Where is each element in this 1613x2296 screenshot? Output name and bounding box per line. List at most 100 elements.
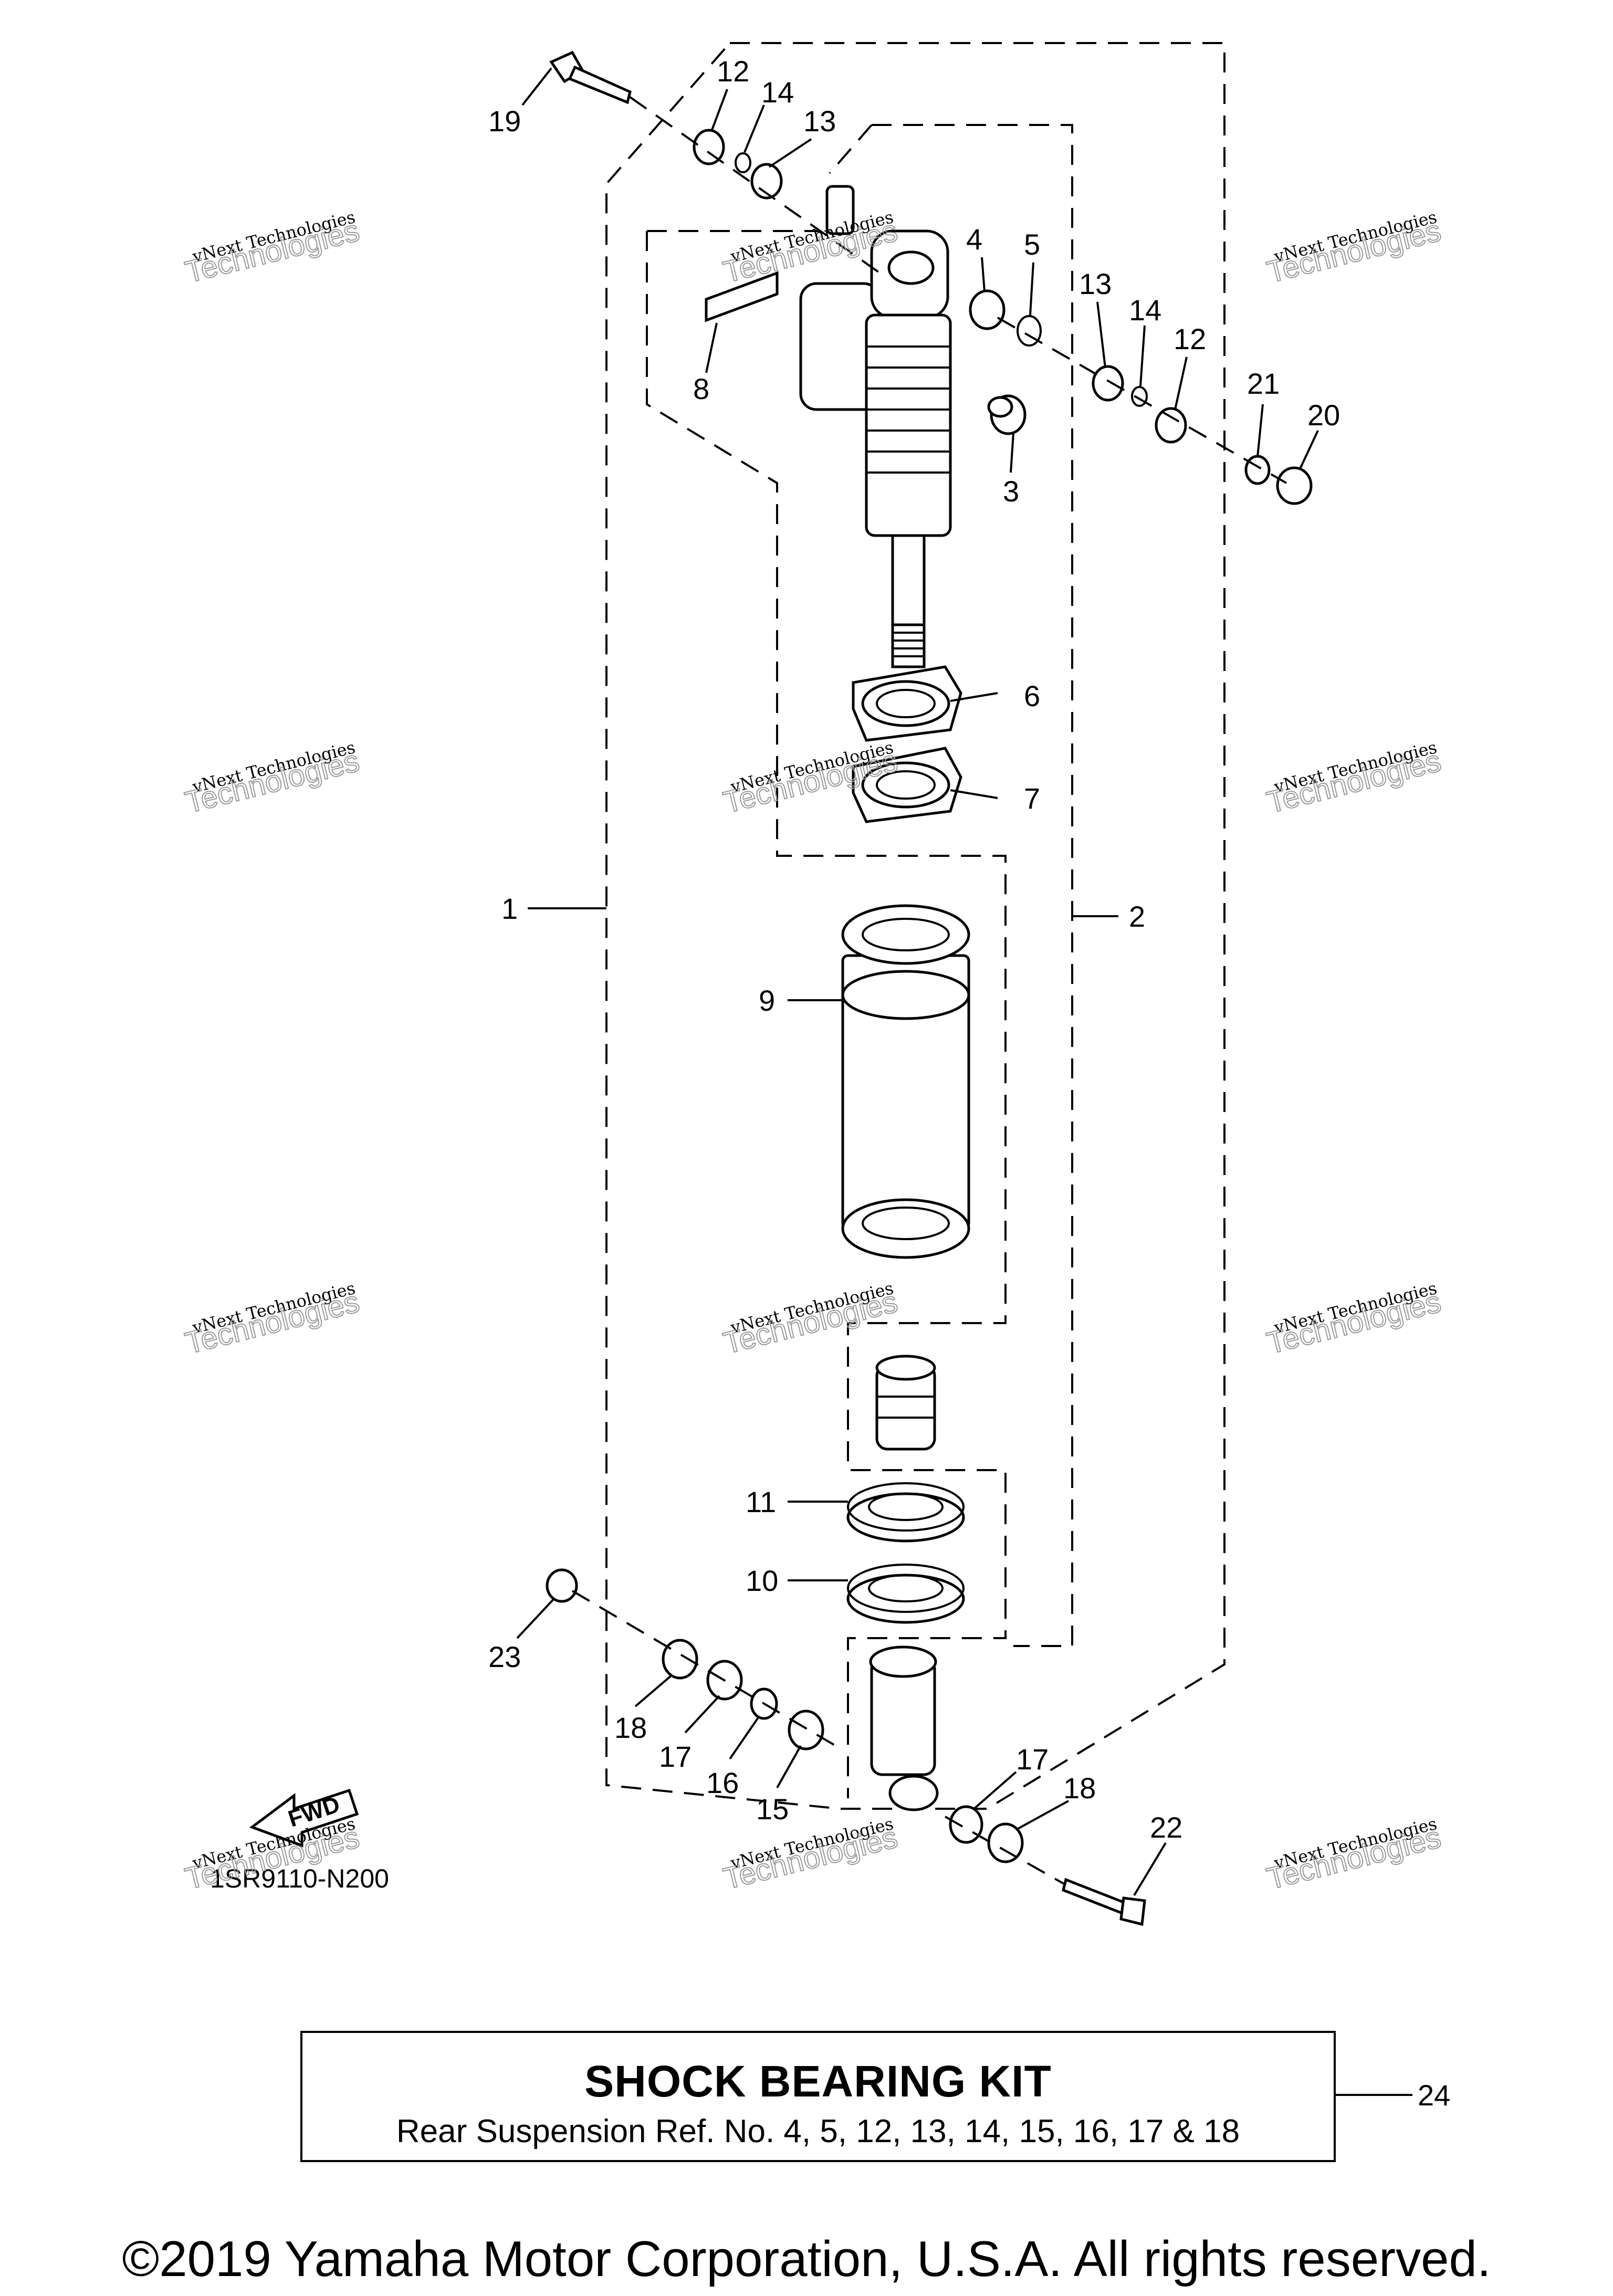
callout-18-left: 18	[614, 1711, 647, 1744]
nut-20	[1276, 466, 1313, 505]
watermark-r1c1: vNext Technologies Technologies	[181, 207, 363, 290]
bearing-4	[969, 289, 1005, 330]
leader-19	[521, 67, 552, 106]
leader-13b	[1096, 301, 1106, 368]
svg-text:Technologies: Technologies	[1263, 1284, 1444, 1360]
watermark-r2c1: vNext Technologies Technologies	[181, 737, 363, 820]
ring-nut-7	[852, 747, 962, 823]
watermark-r3c3: vNext Technologies Technologies	[1263, 1278, 1444, 1361]
leader-16	[729, 1716, 760, 1760]
leader-12b	[1174, 357, 1188, 410]
lower-clevis	[869, 1645, 939, 1811]
watermark-r3c2: vNext Technologies Technologies	[719, 1278, 901, 1361]
callout-19: 19	[488, 104, 521, 138]
seal-13-upper	[750, 163, 783, 200]
nut-23	[546, 1568, 578, 1603]
callout-13-right: 13	[1079, 267, 1112, 300]
bolt-19	[549, 50, 632, 104]
callout-17-left: 17	[659, 1740, 692, 1773]
callout-11: 11	[746, 1485, 776, 1518]
shock-absorber	[799, 185, 952, 668]
leader-14a	[743, 104, 765, 153]
callout-16: 16	[706, 1766, 739, 1799]
leader-18b	[1015, 1800, 1069, 1831]
svg-text:Technologies: Technologies	[1263, 213, 1444, 289]
callout-18-right: 18	[1063, 1771, 1096, 1805]
leader-6	[950, 692, 998, 702]
callout-20: 20	[1307, 399, 1340, 432]
svg-text:Technologies: Technologies	[720, 1820, 900, 1896]
circlip-5	[1017, 315, 1042, 347]
spring-9	[841, 904, 970, 1259]
svg-text:Technologies: Technologies	[182, 743, 362, 820]
svg-text:Technologies: Technologies	[720, 1284, 900, 1360]
svg-text:Technologies: Technologies	[182, 213, 362, 289]
leader-20	[1298, 430, 1319, 470]
watermark-r4c3: vNext Technologies Technologies	[1263, 1813, 1444, 1896]
upper-axis-line	[629, 96, 1287, 484]
kit-description: Rear Suspension Ref. No. 4, 5, 12, 13, 1…	[396, 2113, 1240, 2150]
collar-12-upper	[693, 129, 725, 165]
leader-12a	[710, 89, 728, 132]
leader-4	[981, 257, 986, 292]
watermark-r3c1: vNext Technologies Technologies	[181, 1278, 363, 1361]
callout-22: 22	[1150, 1811, 1182, 1844]
callout-24: 24	[1418, 2079, 1450, 2112]
leader-15	[776, 1745, 802, 1788]
callout-21: 21	[1247, 367, 1280, 400]
seal-17-right	[949, 1805, 983, 1844]
bearing-15	[788, 1710, 824, 1750]
leader-17b	[973, 1771, 1017, 1810]
svg-text:Technologies: Technologies	[182, 1284, 362, 1360]
callout-10: 10	[746, 1564, 778, 1597]
leader-5	[1029, 262, 1034, 316]
collar-12-right	[1155, 407, 1187, 444]
copyright-notice: ©2019 Yamaha Motor Corporation, U.S.A. A…	[122, 2231, 1491, 2287]
seal-13-right	[1092, 365, 1124, 402]
bump-stop	[875, 1355, 936, 1451]
leader-17a	[684, 1695, 720, 1734]
leader-18a	[634, 1674, 673, 1707]
callout-12-upper: 12	[717, 55, 749, 88]
leader-22	[1133, 1842, 1167, 1896]
washer-21	[1244, 455, 1271, 485]
callout-3: 3	[1003, 475, 1019, 508]
callout-13-upper: 13	[803, 104, 836, 138]
spring-seat-10	[846, 1564, 965, 1624]
watermark-r4c2: vNext Technologies Technologies	[719, 1813, 901, 1896]
leader-23	[516, 1598, 555, 1639]
callout-6: 6	[1024, 679, 1040, 712]
leader-21	[1256, 404, 1264, 457]
callout-1: 1	[501, 892, 518, 925]
watermark-r2c3: vNext Technologies Technologies	[1263, 737, 1444, 820]
fwd-arrow: FWD	[249, 1788, 359, 1848]
svg-text:Technologies: Technologies	[1263, 743, 1444, 820]
oring-14-upper	[735, 152, 751, 173]
ring-nut-6	[852, 665, 962, 742]
callout-12-right: 12	[1174, 322, 1206, 355]
svg-text:Technologies: Technologies	[1263, 1820, 1444, 1896]
collar-18-right	[987, 1822, 1024, 1863]
leader-7	[950, 789, 998, 799]
lower-axis-line	[571, 1590, 1066, 1886]
watermark-r1c3: vNext Technologies Technologies	[1263, 207, 1444, 290]
callout-14-right: 14	[1129, 293, 1161, 327]
callout-2: 2	[1129, 900, 1145, 933]
callout-14-upper: 14	[761, 76, 794, 109]
shock-bearing-kit-box: SHOCK BEARING KIT Rear Suspension Ref. N…	[300, 2031, 1336, 2162]
callout-9: 9	[759, 984, 775, 1017]
callout-4: 4	[966, 223, 982, 256]
callout-8: 8	[693, 372, 709, 405]
callout-5: 5	[1024, 228, 1040, 261]
callout-17-right: 17	[1016, 1743, 1049, 1776]
label-plate-8	[705, 271, 779, 322]
leader-14b	[1139, 325, 1146, 386]
callout-15: 15	[756, 1792, 789, 1826]
leader-8	[705, 322, 718, 373]
collar-18-left	[662, 1639, 698, 1680]
drawing-code: 1SR9110-N200	[210, 1864, 389, 1893]
leader-3	[1010, 433, 1014, 473]
oring-14-right	[1131, 386, 1148, 407]
